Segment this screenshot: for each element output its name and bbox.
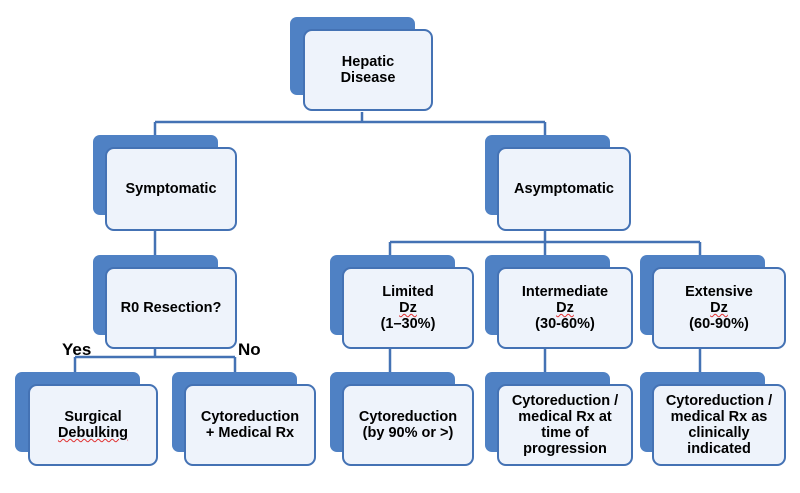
node-text: R0 Resection? — [120, 300, 222, 316]
node-text: Disease — [340, 70, 396, 86]
node-text: Hepatic — [341, 54, 395, 70]
node-text: medical Rx as — [670, 409, 768, 425]
node-text: (1–30%) — [380, 316, 436, 332]
node-text: Cytoreduction — [358, 409, 458, 425]
node-text: Asymptomatic — [514, 181, 614, 197]
node-text: time of — [541, 425, 589, 441]
node-text-dz: Dz — [399, 300, 417, 316]
node-text-line: Intermediate Dz — [522, 284, 608, 316]
node-text: Extensive — [685, 284, 753, 300]
node-text: Cytoreduction — [200, 409, 300, 425]
node-text-line: Limited Dz — [381, 284, 436, 316]
node-card: R0 Resection? — [105, 267, 237, 349]
node-card: Symptomatic — [105, 147, 237, 231]
edge-label-no: No — [238, 340, 261, 359]
node-text: progression — [523, 441, 607, 457]
node-card: Cytoreduction (by 90% or >) — [342, 384, 474, 466]
node-card: Surgical Debulking — [28, 384, 158, 466]
node-card: Asymptomatic — [497, 147, 631, 231]
node-text: Intermediate — [521, 284, 609, 300]
node-text-dz: Dz — [556, 300, 574, 316]
node-card: Hepatic Disease — [303, 29, 433, 111]
node-text: indicated — [687, 441, 751, 457]
node-text-line: Extensive Dz — [685, 284, 753, 316]
node-card: Limited Dz (1–30%) — [342, 267, 474, 349]
edge-label-yes: Yes — [62, 340, 92, 359]
node-text: Cytoreduction / — [511, 393, 619, 409]
node-text: (60-90%) — [689, 316, 749, 332]
node-text: Symptomatic — [125, 181, 217, 197]
node-text-dz: Dz — [710, 300, 728, 316]
node-text: (30-60%) — [535, 316, 595, 332]
node-card: Extensive Dz (60-90%) — [652, 267, 786, 349]
node-text: Limited — [382, 284, 434, 300]
node-card: Cytoreduction + Medical Rx — [184, 384, 316, 466]
node-text: medical Rx at — [518, 409, 612, 425]
node-text: Cytoreduction / — [665, 393, 773, 409]
node-card: Cytoreduction / medical Rx at time of pr… — [497, 384, 633, 466]
node-text: + Medical Rx — [205, 425, 295, 441]
node-text: Surgical — [64, 409, 122, 425]
node-text: Debulking — [57, 425, 129, 441]
node-text: (by 90% or >) — [362, 425, 454, 441]
node-text: clinically — [688, 425, 750, 441]
node-card: Intermediate Dz (30-60%) — [497, 267, 633, 349]
node-card: Cytoreduction / medical Rx as clinically… — [652, 384, 786, 466]
